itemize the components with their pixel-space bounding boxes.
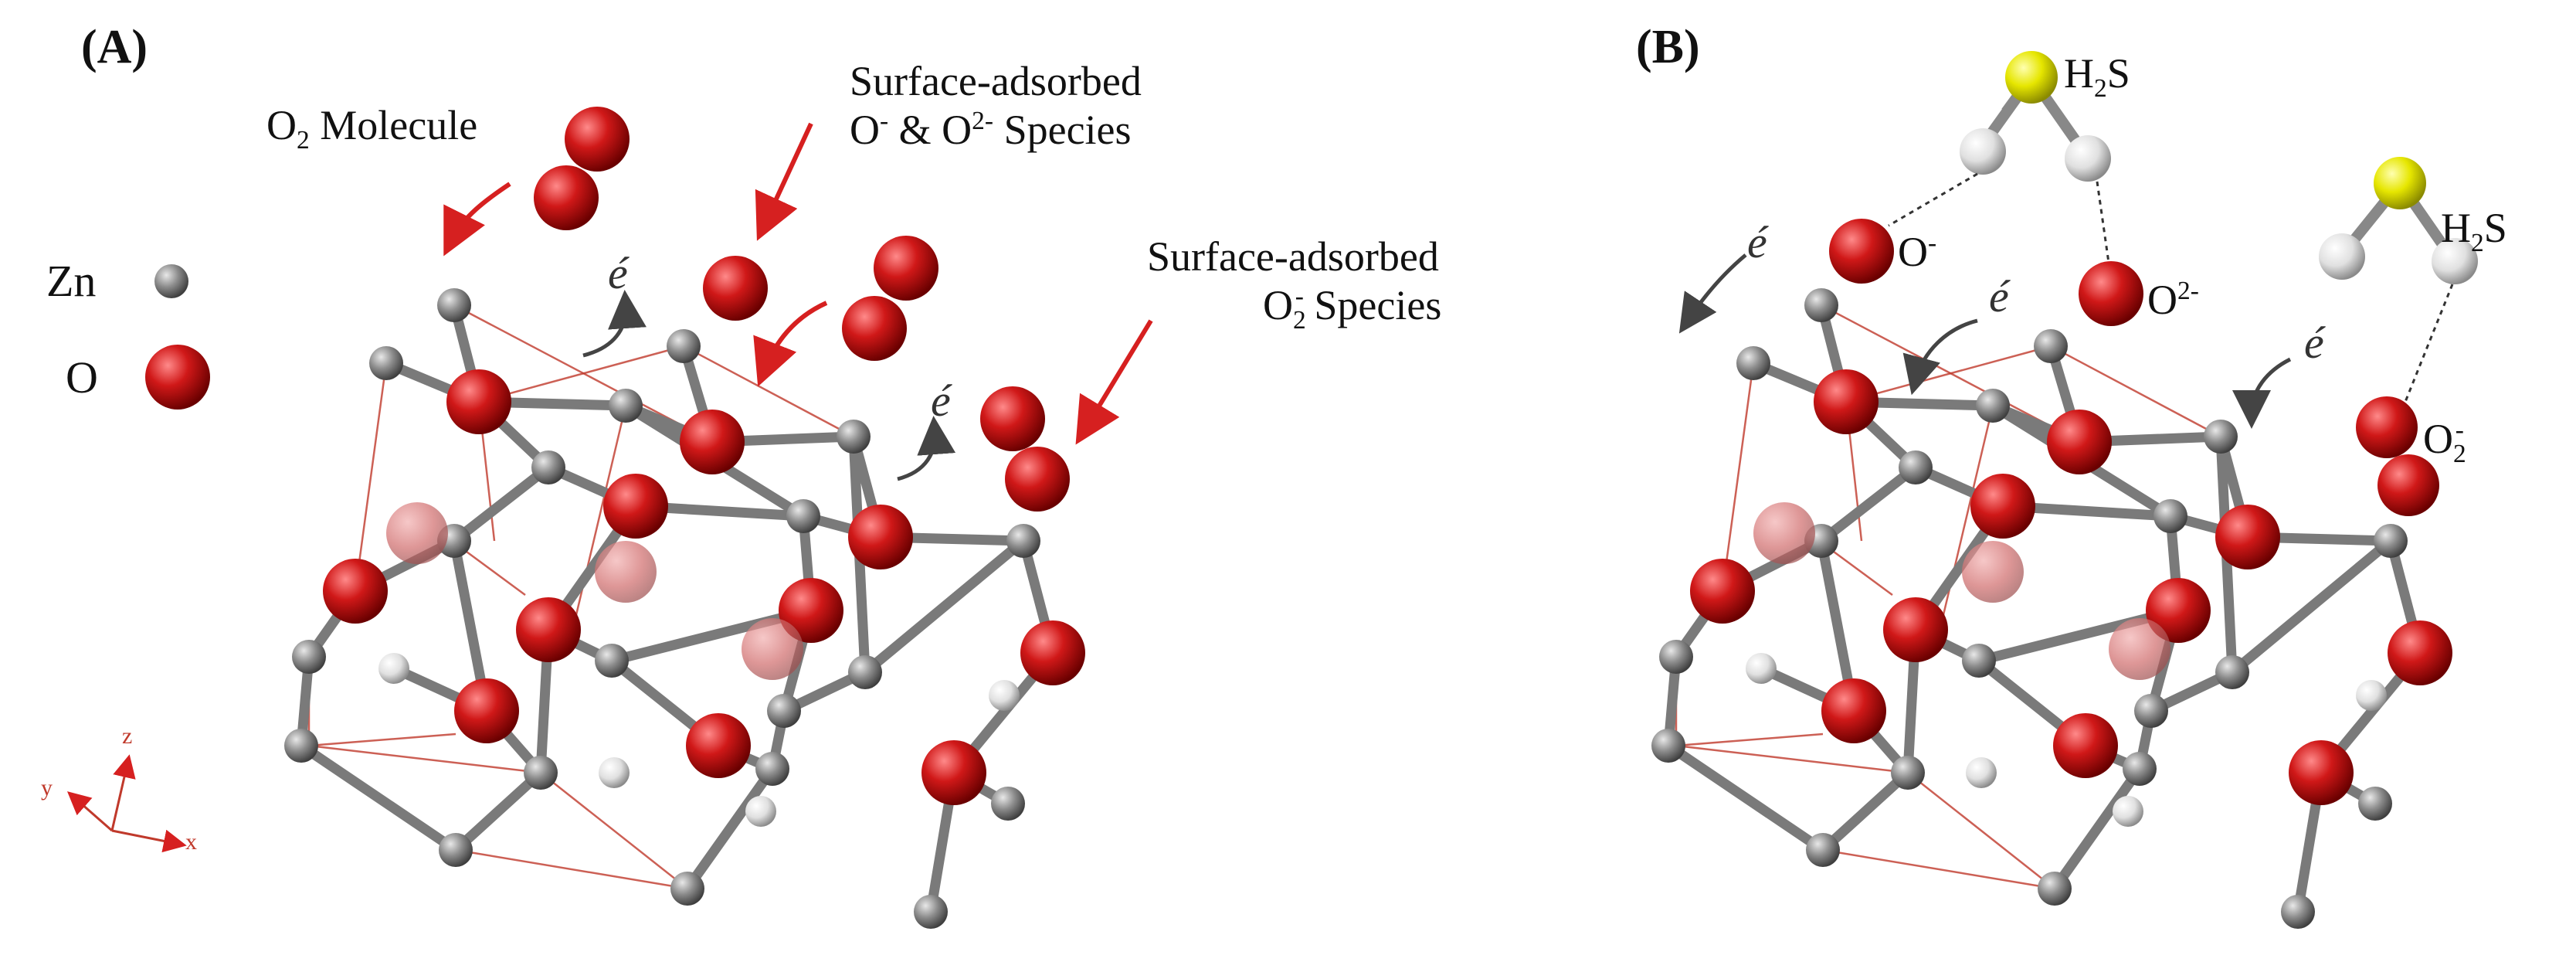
axis-y-label: y [41, 775, 53, 801]
o2-minus-molecule [2356, 396, 2439, 516]
o2-molecule-label: O2 Molecule [266, 102, 478, 155]
o-species-label: Surface-adsorbed O- & O2- Species [850, 58, 1142, 153]
axes-triad [66, 754, 187, 853]
axis-x-label: x [185, 829, 197, 855]
h2s-label-2: H2S [2441, 205, 2507, 257]
panel-label-b: (B) [1636, 21, 1700, 73]
o2-molecule-right [980, 386, 1070, 512]
o-2minus-atom [2079, 261, 2143, 326]
o2-molecule-middle [842, 236, 938, 361]
zno-lattice-b [1651, 288, 2452, 929]
panel-label-a: (A) [81, 21, 148, 73]
arrow-electron-a2 [897, 416, 956, 481]
h2s-label-1: H2S [2064, 50, 2130, 103]
o2-molecule-top [534, 107, 630, 230]
arrow-electron-b3 [2232, 357, 2292, 429]
zno-lattice-a [284, 288, 1085, 929]
axis-z-label: z [122, 723, 133, 749]
electron-label-a1: é [608, 248, 628, 298]
o2-minus-label: O2- [2423, 416, 2466, 468]
o-adsorbed-atom [703, 256, 768, 321]
legend-zn-label: Zn [46, 256, 97, 306]
arrow-electron-a1 [582, 290, 647, 358]
o-minus-atom [1829, 219, 1894, 284]
electron-label-b1: é [1747, 217, 1767, 267]
o2-species-label: Surface-adsorbed O2- Species [1147, 233, 1442, 335]
o-2minus-label: O2- [2147, 277, 2199, 323]
o-minus-label: O- [1898, 229, 1937, 275]
h2s-molecule-1 [1960, 51, 2111, 182]
electron-label-b2: é [1989, 271, 2009, 321]
arrow-electron-b1 [1678, 253, 1747, 334]
arrow-o2-species [1075, 319, 1153, 445]
hydrogen-bonds [1888, 172, 2454, 410]
legend-o-label: O [66, 352, 98, 403]
electron-label-b3: é [2304, 318, 2324, 368]
h2s-molecule-2 [2319, 157, 2478, 284]
zn-legend-icon [154, 264, 188, 298]
arrow-o2-molecule [443, 182, 511, 257]
arrow-o-species-2 [753, 301, 828, 387]
o-legend-icon [145, 345, 210, 410]
arrow-electron-b2 [1902, 318, 1978, 396]
arrow-o-species [755, 122, 813, 241]
electron-label-a2: é [931, 376, 951, 426]
